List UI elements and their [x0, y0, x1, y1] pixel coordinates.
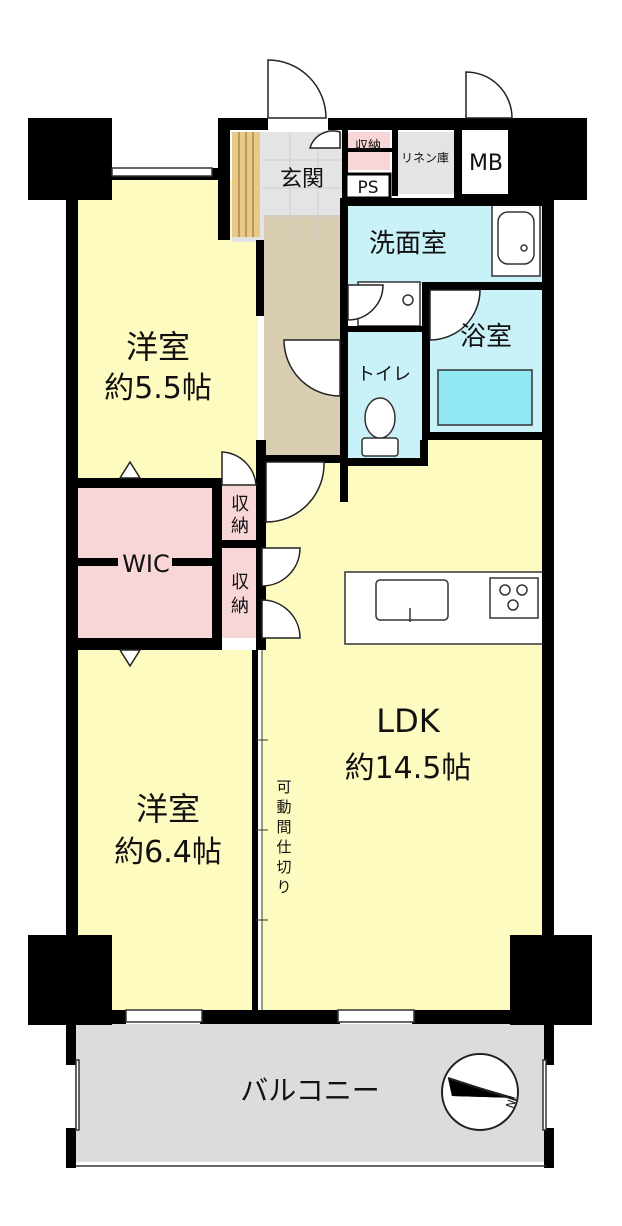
wic-markers — [118, 460, 142, 668]
movable-partition-line — [256, 650, 268, 1010]
toilet-fixture — [361, 397, 399, 457]
kitchen-counter — [344, 571, 544, 645]
walls — [28, 118, 592, 1168]
washroom-label: 洗面室 — [369, 229, 447, 259]
svg-text:間: 間 — [276, 818, 291, 836]
western-room-2-name: 洋室 — [136, 790, 200, 828]
storage-b-floor — [222, 485, 258, 543]
ldk-size: 約14.5帖 — [345, 751, 472, 786]
bathtub — [437, 369, 533, 426]
compass: N — [441, 1053, 519, 1131]
western-room-2-size: 約6.4帖 — [114, 835, 222, 870]
svg-text:り: り — [276, 878, 291, 896]
svg-text:納: 納 — [231, 516, 249, 537]
svg-text:可: 可 — [276, 778, 291, 796]
balcony-label: バルコニー — [240, 1074, 379, 1107]
storage-a-label: 収納 — [355, 139, 381, 154]
ldk-name: LDK — [376, 702, 440, 740]
wic-label: WIC — [122, 550, 170, 578]
svg-text:収: 収 — [231, 572, 249, 593]
western-room-1-size: 約5.5帖 — [104, 371, 212, 406]
svg-text:仕: 仕 — [276, 838, 291, 856]
storage-c-floor — [222, 548, 258, 638]
vanity-basin — [491, 203, 541, 277]
mb-box — [462, 130, 508, 194]
ps-label: PS — [357, 178, 378, 198]
toilet-label: トイレ — [357, 364, 411, 385]
windows — [75, 167, 547, 1167]
shoe-cabinet — [232, 132, 260, 237]
svg-text:切: 切 — [276, 858, 291, 876]
storage-c-label: 収 納 — [231, 572, 249, 617]
linen-floor — [396, 132, 454, 194]
entrance-label: 玄関 — [280, 167, 324, 192]
doors — [221, 59, 513, 639]
western-room-1-name: 洋室 — [126, 328, 190, 366]
storage-b-label: 収 納 — [231, 494, 249, 537]
ldk-floor — [262, 440, 547, 1010]
movable-partition-label: 可 動 間 仕 切 り — [276, 778, 291, 896]
mb-label: MB — [469, 151, 503, 176]
bathroom-label: 浴室 — [460, 322, 512, 352]
entrance-tiles — [262, 132, 344, 240]
ps-box — [344, 172, 392, 200]
hallway-floor — [264, 215, 340, 455]
svg-text:納: 納 — [231, 596, 249, 617]
svg-text:動: 動 — [276, 798, 291, 816]
linen-label: リネン庫 — [401, 151, 449, 165]
svg-text:収: 収 — [231, 494, 249, 515]
